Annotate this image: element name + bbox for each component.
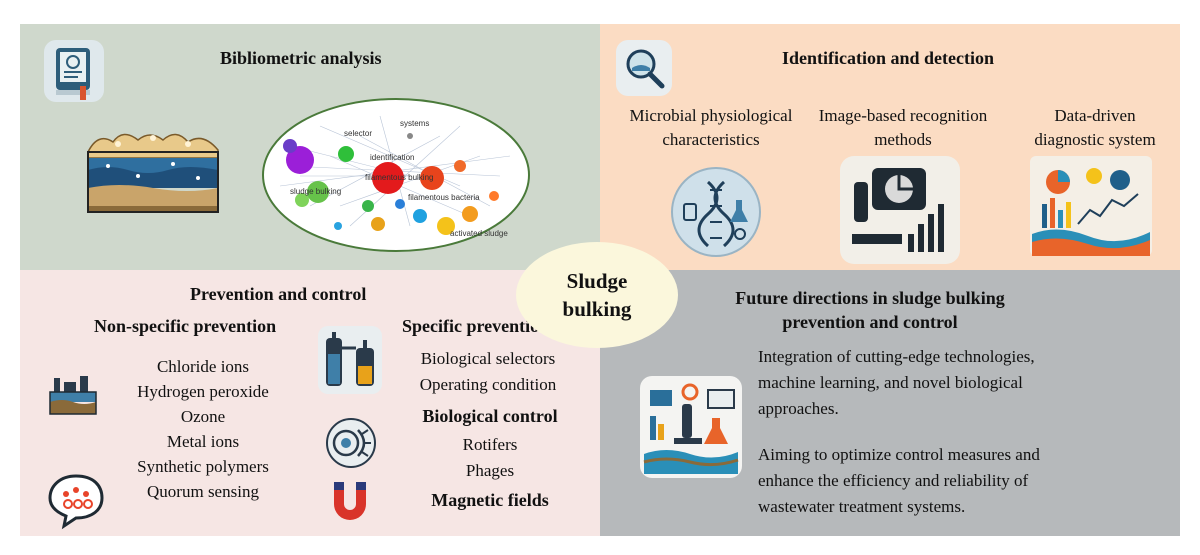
future-para2-line: enhance the efficiency and reliability o… (758, 471, 1029, 490)
future-para1-line: Integration of cutting-edge technologies… (758, 347, 1035, 366)
microbe-icon (326, 418, 376, 468)
nonspecific-item: Synthetic polymers (137, 457, 269, 476)
nonspecific-list: Chloride ions Hydrogen peroxide Ozone Me… (108, 354, 298, 504)
center-topic: Sludge bulking (516, 242, 678, 348)
microbial-characteristics-text: Microbial physiological characteristics (629, 106, 793, 149)
network-label-2: filamentous bulking (365, 173, 433, 182)
network-label-1: identification (370, 153, 414, 162)
network-label-4: activated sludge (450, 229, 508, 238)
future-paragraph-2: Aiming to optimize control measures and … (758, 442, 1158, 520)
identification-panel: Identification and detection Microbial p… (600, 24, 1180, 270)
sludge-layers-icon (87, 133, 219, 213)
nonspecific-item: Chloride ions (156, 357, 250, 376)
dna-lab-icon (671, 167, 761, 257)
factory-water-icon (49, 376, 97, 415)
biological-item: Phages (465, 461, 515, 480)
prevention-title: Prevention and control (190, 284, 367, 304)
biological-title: Biological control (422, 406, 558, 426)
specific-item: Operating condition (419, 375, 557, 394)
magnet-icon (334, 482, 366, 520)
specific-title: Specific prevention (402, 316, 550, 336)
future-paragraph-1: Integration of cutting-edge technologies… (758, 344, 1158, 422)
nonspecific-title: Non-specific prevention (94, 316, 277, 336)
lab-technology-icon (640, 376, 742, 478)
future-title-line2: prevention and control (782, 312, 958, 332)
diagram-frame: Bibliometric analysis (20, 24, 1180, 536)
future-title: Future directions in sludge bulking prev… (700, 286, 1040, 334)
image-recognition-text: Image-based recognition methods (818, 106, 988, 149)
bioreactor-icon (318, 326, 382, 394)
future-para2-line: Aiming to optimize control measures and (758, 445, 1040, 464)
data-driven-label: Data-driven diagnostic system (1020, 104, 1170, 152)
nonspecific-item: Ozone (180, 407, 226, 426)
network-map-icon: identification filamentous bulking filam… (262, 98, 530, 252)
bibliometric-panel: Bibliometric analysis (20, 24, 600, 270)
network-label-6: systems (400, 119, 429, 128)
biological-item: Rotifers (462, 435, 518, 454)
biological-list: Rotifers Phages (400, 432, 580, 484)
center-title: Sludge bulking (562, 269, 632, 321)
nonspecific-item: Hydrogen peroxide (137, 382, 269, 401)
microbial-characteristics-label: Microbial physiological characteristics (604, 104, 818, 152)
future-title-line1: Future directions in sludge bulking (735, 288, 1005, 308)
network-label-7: selector (344, 129, 372, 138)
book-icon (44, 40, 104, 102)
magnifier-icon (616, 40, 672, 96)
magnetic-title: Magnetic fields (431, 490, 549, 510)
bibliometric-title: Bibliometric analysis (220, 48, 382, 68)
identification-title: Identification and detection (782, 48, 995, 68)
data-dashboard-icon (1030, 156, 1152, 256)
specific-list: Biological selectors Operating condition (398, 346, 578, 398)
image-recognition-label: Image-based recognition methods (810, 104, 996, 152)
future-panel: Future directions in sludge bulking prev… (600, 270, 1180, 536)
nonspecific-item: Quorum sensing (147, 482, 259, 501)
microscope-chart-icon (840, 156, 960, 264)
network-label-5: sludge bulking (290, 187, 341, 196)
data-driven-text: Data-driven diagnostic system (1034, 106, 1156, 149)
network-label-3: filamentous bacteria (408, 193, 480, 202)
future-para1-line: approaches. (758, 399, 839, 418)
prevention-panel: Prevention and control Non-specific prev… (20, 270, 600, 536)
future-para1-line: machine learning, and novel biological (758, 373, 1023, 392)
future-para2-line: wastewater treatment systems. (758, 497, 966, 516)
specific-item: Biological selectors (420, 349, 556, 368)
nonspecific-item: Metal ions (166, 432, 240, 451)
chat-molecule-icon (48, 474, 104, 530)
